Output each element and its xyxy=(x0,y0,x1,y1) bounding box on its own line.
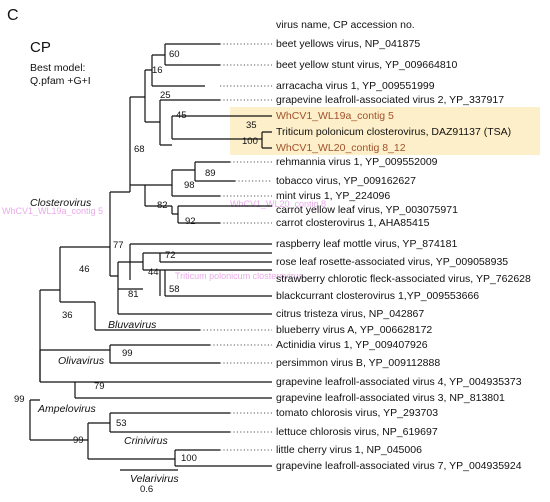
taxon-label: arracacha virus 1, YP_009551999 xyxy=(276,80,435,92)
bootstrap-value: 53 xyxy=(116,418,127,429)
ghost-label-2: WhCV1_WL20_contig 8 xyxy=(230,199,326,209)
tree-branches xyxy=(29,43,272,467)
panel-label: C xyxy=(7,7,19,24)
taxon-label: grapevine leafroll-associated virus 3, N… xyxy=(276,392,505,404)
taxon-label: blackcurrant closterovirus 1,YP_00955366… xyxy=(276,290,479,302)
taxon-label: blueberry virus A, YP_006628172 xyxy=(276,324,432,336)
taxon-label: mint virus 1, YP_224096 xyxy=(276,190,390,202)
genus-label: Olivavirus xyxy=(58,355,105,367)
bootstrap-value: 72 xyxy=(165,250,176,261)
taxon-label: beet yellows virus, NP_041875 xyxy=(276,38,420,50)
genus-label: Bluvavirus xyxy=(108,319,157,331)
taxon-label: tobacco virus, YP_009162627 xyxy=(276,175,416,187)
model-line-2: Q.pfam +G+I xyxy=(30,75,91,87)
bootstrap-value: 77 xyxy=(113,240,124,251)
taxon-label: carrot closterovirus 1, AHA85415 xyxy=(276,217,430,229)
bootstrap-value: 89 xyxy=(205,168,216,179)
taxon-label: persimmon virus B, YP_009112888 xyxy=(276,357,440,369)
bootstrap-value: 25 xyxy=(160,90,171,101)
bootstrap-value: 99 xyxy=(14,394,25,405)
taxon-label: Actinidia virus 1, YP_009407926 xyxy=(276,339,428,351)
bootstrap-value: 36 xyxy=(62,310,73,321)
taxon-label: rehmannia virus 1, YP_009552009 xyxy=(276,156,438,168)
genus-label: Velarivirus xyxy=(130,473,179,485)
taxon-label: beet yellow stunt virus, YP_009664810 xyxy=(276,59,458,71)
bootstrap-value: 99 xyxy=(73,435,84,446)
taxon-label: carrot yellow leaf virus, YP_003075971 xyxy=(276,204,458,216)
tree-title: CP xyxy=(30,39,51,56)
genus-label: Ampelovirus xyxy=(37,403,97,415)
leader-lines xyxy=(200,43,272,451)
bootstrap-value: 99 xyxy=(122,348,133,359)
highlight-box xyxy=(230,107,540,155)
bootstrap-value: 92 xyxy=(185,216,196,227)
taxon-label: citrus tristeza virus, NP_042867 xyxy=(276,308,424,320)
column-header: virus name, CP accession no. xyxy=(276,19,415,31)
bootstrap-value: 68 xyxy=(134,144,145,155)
bootstrap-value: 44 xyxy=(148,267,159,278)
bootstrap-value: 79 xyxy=(94,381,105,392)
genus-label: Closterovirus xyxy=(30,197,92,209)
bootstrap-value: 45 xyxy=(176,110,187,121)
genus-label: Crinivirus xyxy=(124,435,169,447)
bootstrap-value: 35 xyxy=(246,120,257,131)
taxon-label: grapevine leafroll-associated virus 2, Y… xyxy=(276,94,504,106)
bootstrap-value: 60 xyxy=(169,49,180,60)
ghost-label-3: Triticum polonicum closterovirus xyxy=(175,271,304,281)
taxon-label: little cherry virus 1, NP_045006 xyxy=(276,444,422,456)
bootstrap-value: 100 xyxy=(181,453,197,464)
taxon-label: grapevine leafroll-associated virus 7, Y… xyxy=(276,460,522,472)
bootstrap-value: 58 xyxy=(169,284,180,295)
scale-bar-label: 0.6 xyxy=(140,484,153,495)
taxon-label-highlighted: WhCV1_WL20_contig 8_12 xyxy=(276,142,406,154)
model-line-1: Best model: xyxy=(30,62,85,74)
bootstrap-value: 82 xyxy=(157,200,168,211)
bootstrap-value: 46 xyxy=(79,264,90,275)
bootstrap-value: 16 xyxy=(152,65,163,76)
taxa-labels: beet yellows virus, NP_041875 beet yello… xyxy=(276,38,531,472)
bootstrap-value: 100 xyxy=(242,136,258,147)
taxon-label: raspberry leaf mottle virus, YP_874181 xyxy=(276,238,457,250)
genus-labels: Closterovirus Bluvavirus Olivavirus Ampe… xyxy=(30,197,179,485)
taxon-label-highlighted: WhCV1_WL19a_contig 5 xyxy=(276,110,394,122)
bootstrap-values: 60 16 25 45 35 100 68 89 98 82 92 77 72 … xyxy=(14,49,258,464)
taxon-label: grapevine leafroll-associated virus 4, Y… xyxy=(276,376,522,388)
bootstrap-value: 81 xyxy=(128,289,139,300)
taxon-label: tomato chlorosis virus, YP_293703 xyxy=(276,407,438,419)
taxon-label: lettuce chlorosis virus, NP_619697 xyxy=(276,426,438,438)
bootstrap-value: 98 xyxy=(184,180,195,191)
taxon-label: strawberry chlorotic fleck-associated vi… xyxy=(276,273,531,285)
taxon-label: rose leaf rosette-associated virus, YP_0… xyxy=(276,256,508,268)
taxon-label-highlighted: Triticum polonicum closterovirus, DAZ911… xyxy=(276,126,511,138)
ghost-label-1: WhCV1_WL19a_contig 5 xyxy=(2,206,103,216)
